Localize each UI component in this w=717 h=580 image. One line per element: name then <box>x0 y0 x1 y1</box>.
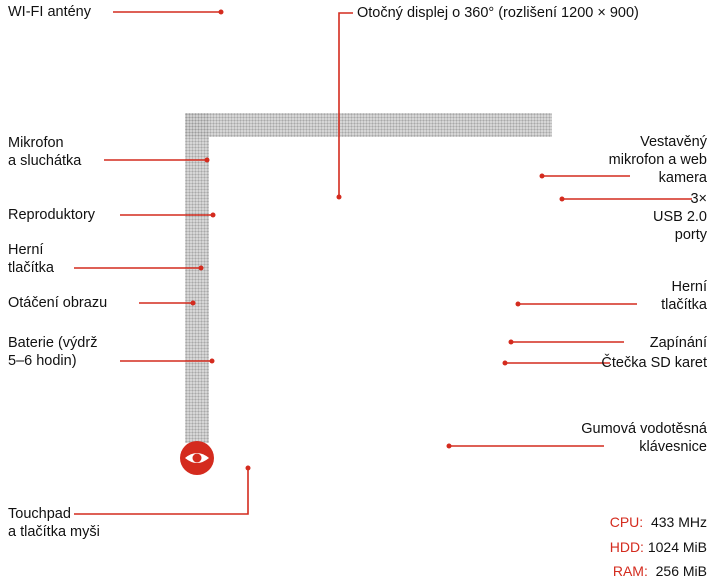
dot-mic-left <box>204 157 210 163</box>
label-mic-left-line1: Mikrofon <box>8 135 64 151</box>
label-wifi: WI-FI antény <box>8 4 91 20</box>
spec-cpu: CPU: 433 MHz <box>610 513 707 531</box>
label-game-left-line2: tlačítka <box>8 260 54 276</box>
label-keyboard-line1: Gumová vodotěsná <box>581 421 707 437</box>
label-battery-line2: 5–6 hodin) <box>8 353 77 369</box>
label-usb: 3× USB 2.0 porty <box>653 190 707 244</box>
label-keyboard: Gumová vodotěsná klávesnice <box>581 420 707 456</box>
leader-display <box>338 12 353 197</box>
label-game-left: Herní tlačítka <box>8 241 54 277</box>
label-game-right: Herní tlačítka <box>661 278 707 314</box>
label-battery-line1: Baterie (výdrž <box>8 335 98 351</box>
dot-game-right <box>515 301 521 307</box>
eye-icon <box>180 441 214 475</box>
spec-ram-key: RAM: <box>612 563 648 579</box>
label-webcam: Vestavěný mikrofon a web kamera <box>609 133 707 187</box>
label-game-left-line1: Herní <box>8 242 44 258</box>
label-webcam-line1: Vestavěný <box>640 134 707 150</box>
dot-game-left <box>198 265 204 271</box>
dot-sd <box>502 360 508 366</box>
dot-touchpad <box>245 465 251 471</box>
dot-battery <box>209 358 215 364</box>
label-display: Otočný displej o 360° (rozlišení 1200 × … <box>357 5 639 21</box>
label-mic-left: Mikrofon a sluchátka <box>8 134 81 170</box>
dot-rotation <box>190 300 196 306</box>
label-touchpad: Touchpad a tlačítka myši <box>8 505 100 541</box>
label-usb-line2: USB 2.0 <box>653 209 707 225</box>
dot-keyboard <box>446 443 452 449</box>
label-rotation: Otáčení obrazu <box>8 295 108 311</box>
leader-touchpad <box>74 468 249 515</box>
dot-wifi <box>218 9 224 15</box>
label-touchpad-line2: a tlačítka myši <box>8 524 100 540</box>
label-touchpad-line1: Touchpad <box>8 506 71 522</box>
device-frame-top <box>185 113 552 137</box>
spec-hdd-value: 1024 MiB <box>647 539 707 555</box>
label-sd: Čtečka SD karet <box>601 355 707 371</box>
dot-usb <box>559 196 565 202</box>
spec-cpu-value: 433 MHz <box>650 514 707 530</box>
spec-ram-value: 256 MiB <box>655 563 707 579</box>
label-webcam-line2: mikrofon a web <box>608 152 707 168</box>
label-speakers: Reproduktory <box>8 207 96 223</box>
label-battery: Baterie (výdrž 5–6 hodin) <box>8 334 97 370</box>
spec-hdd: HDD: 1024 MiB <box>610 538 707 556</box>
device-frame-left <box>185 113 209 443</box>
label-game-right-line1: Herní <box>671 279 707 295</box>
dot-speakers <box>210 212 216 218</box>
label-mic-left-line2: a sluchátka <box>8 153 82 169</box>
label-power: Zapínání <box>649 335 707 351</box>
spec-ram: RAM: 256 MiB <box>613 562 707 580</box>
label-game-right-line2: tlačítka <box>661 297 707 313</box>
label-usb-line1: 3× <box>690 191 707 207</box>
dot-display <box>336 194 342 200</box>
label-webcam-line3: kamera <box>658 170 707 186</box>
label-keyboard-line2: klávesnice <box>639 439 707 455</box>
spec-cpu-key: CPU: <box>609 514 644 530</box>
dot-power <box>508 339 514 345</box>
label-usb-line3: porty <box>674 227 707 243</box>
dot-webcam <box>539 173 545 179</box>
spec-hdd-key: HDD: <box>609 539 644 555</box>
